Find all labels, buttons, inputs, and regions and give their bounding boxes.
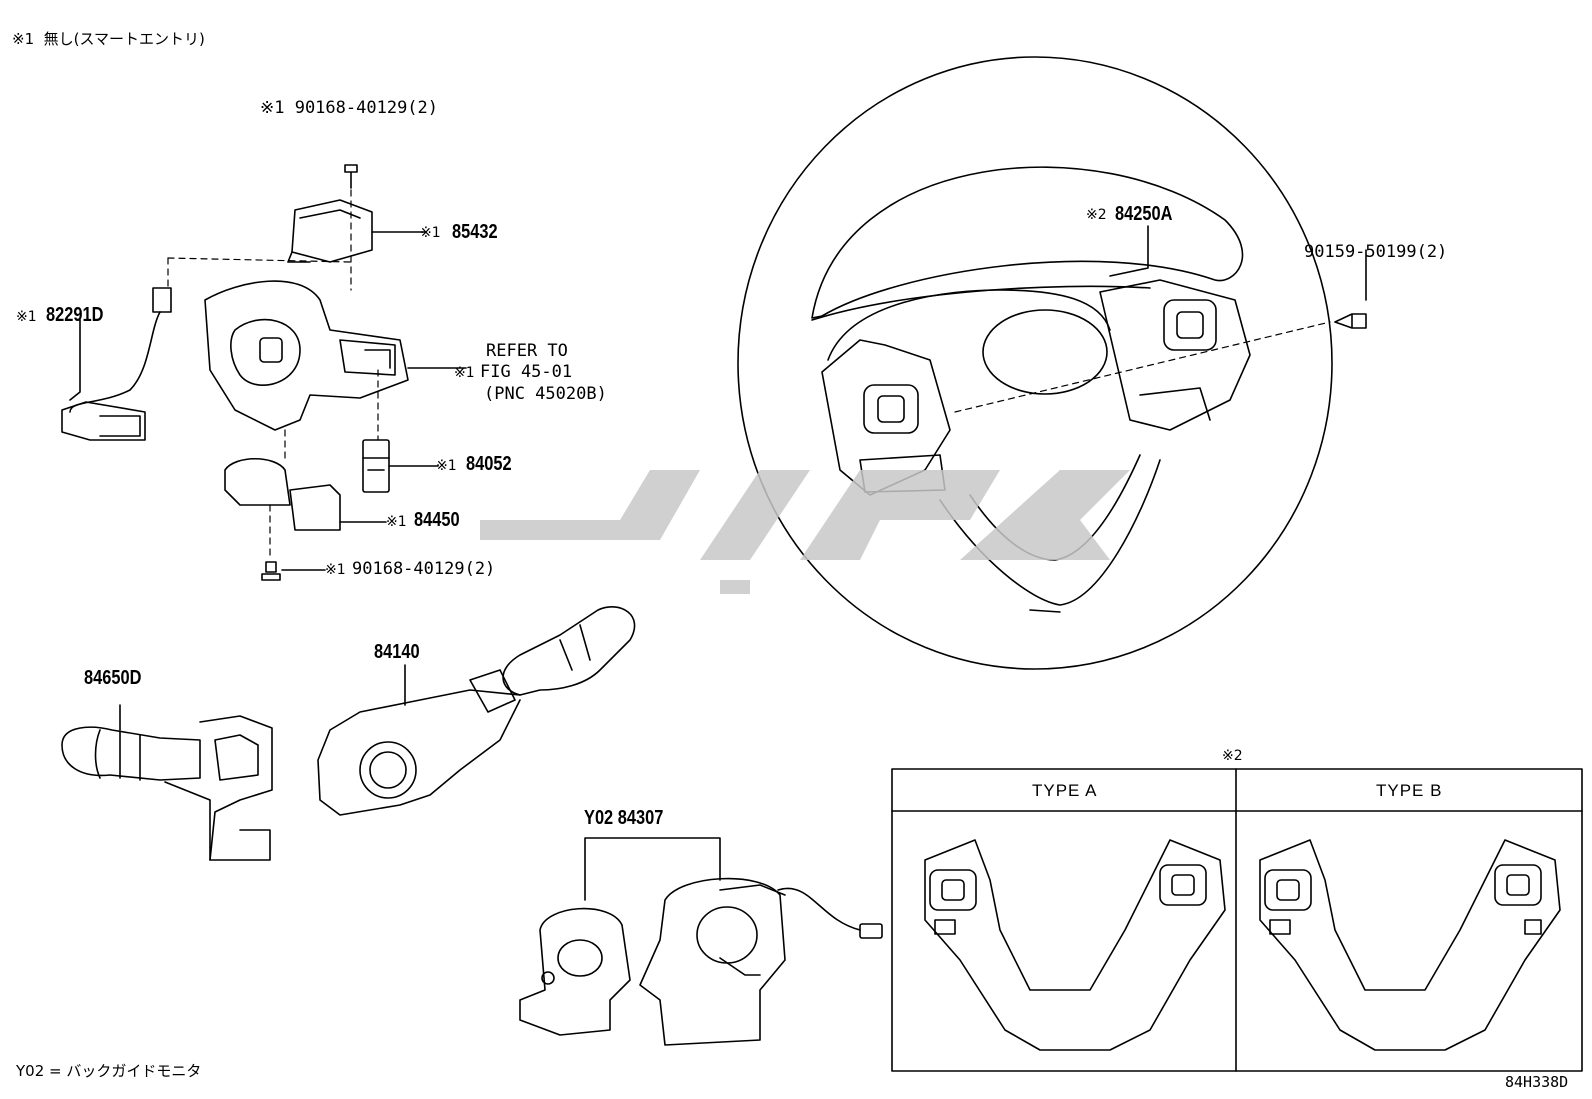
label-84140: 84140 [374,641,420,663]
type-box-drawing [891,768,1583,1072]
lock-assembly-drawing [61,164,467,581]
label-bolt-bottom: 90168-40129(2) [352,559,496,579]
figure-code: 84H338D [1505,1073,1569,1091]
label-85432-mark: ※1 [420,225,441,241]
wiper-switch-drawing [61,704,273,861]
spiral-cable-drawing [519,837,883,1046]
label-90159: 90159-50199(2) [1304,242,1448,262]
label-refer-1: REFER TO [486,341,568,361]
label-bolt-bottom-mark: ※1 [325,562,346,578]
label-84250a-mark: ※2 [1086,207,1107,223]
label-82291d-mark: ※1 [16,309,37,325]
label-84650d: 84650D [84,667,142,689]
steering-wheel-drawing [737,56,1333,670]
footer-note: Y02 = バックガイドモニタ [16,1062,202,1080]
label-84052: 84052 [466,453,512,475]
header-note: ※1 無し(スマートエントリ) [12,30,205,48]
label-refer-2: FIG 45-01 [480,362,573,382]
label-85432: 85432 [452,221,498,243]
label-type-box-mark: ※2 [1222,748,1243,764]
watermark-logo [480,470,1130,594]
label-84052-mark: ※1 [436,458,457,474]
label-84250a: 84250A [1115,203,1173,225]
label-type-a: TYPE A [1032,781,1098,800]
label-refer-3: (PNC 45020B) [484,384,607,404]
label-82291d: 82291D [46,304,104,326]
label-84450: 84450 [414,509,460,531]
label-type-b: TYPE B [1376,781,1443,800]
label-refer-mark: ※1 [454,365,475,381]
label-bolt-top: ※1 90168-40129(2) [260,98,439,118]
turn-signal-switch-drawing [317,606,636,816]
label-84450-mark: ※1 [386,514,407,530]
label-84307: Y02 84307 [584,807,664,829]
